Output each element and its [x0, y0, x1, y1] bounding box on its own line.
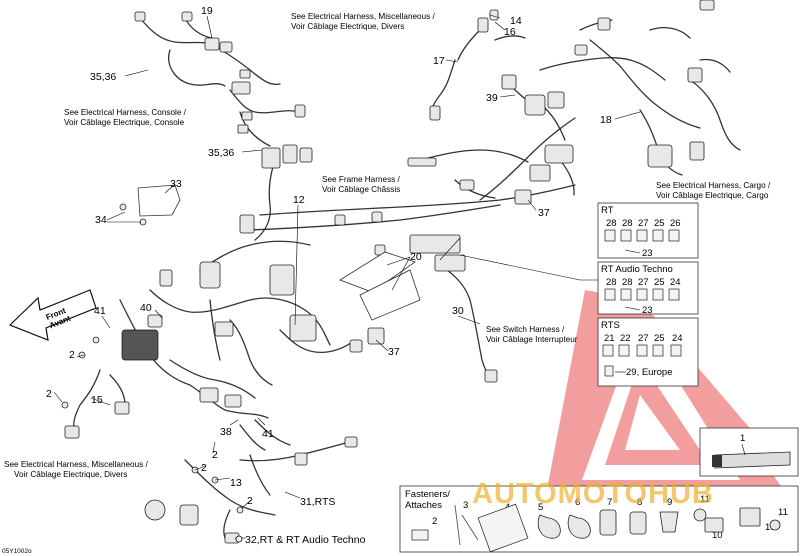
front-arrow-icon: Front Avant	[8, 289, 97, 341]
fastener-num-3: 3	[463, 500, 468, 511]
kit-box-rts-num-4: 25	[654, 333, 665, 344]
callout-41-b: 41	[262, 428, 274, 440]
callout-41-a: 41	[94, 305, 106, 317]
callout-17: 17	[433, 55, 445, 67]
callout-34: 34	[95, 214, 107, 226]
kit-box-rts: RTS 21 22 27 25 24 29, Europe	[597, 317, 699, 387]
fastener-num-8: 8	[637, 497, 642, 508]
callout-2-e: 2	[247, 495, 253, 507]
note-misc-bottom-line2: Voir Câblage Electrique, Divers	[14, 470, 127, 479]
callout-35-36-a: 35,36	[90, 71, 116, 83]
leader-lines	[53, 14, 641, 539]
kit-box-rt-title: RT	[601, 205, 614, 216]
callout-2-a: 2	[69, 349, 75, 361]
kit-box-rts-title: RTS	[601, 320, 620, 331]
note-switch-line1: See Switch Harness /	[486, 325, 565, 334]
callout-32: 32,RT & RT Audio Techno	[245, 534, 366, 546]
kit-box-audio-num-4: 25	[654, 277, 665, 288]
kit-box-rts-num-5: 24	[672, 333, 683, 344]
kit-box-rts-sub: 29, Europe	[626, 367, 672, 378]
kit-box-rt-audio: RT Audio Techno 28 28 27 25 24 23	[597, 261, 699, 316]
kit-box-audio-title: RT Audio Techno	[601, 264, 673, 275]
fastener-num-10a: 10	[712, 530, 723, 541]
callout-2-d: 2	[201, 462, 207, 474]
fastener-num-2: 2	[432, 516, 437, 527]
kit-box-rt-num-4: 25	[654, 218, 665, 229]
kit-box-rts-num-2: 22	[620, 333, 631, 344]
callout-30: 30	[452, 305, 464, 317]
reference-notes: See Electrical Harness, Miscellaneous / …	[2, 12, 771, 555]
kit-box-rt-num-1: 28	[606, 218, 617, 229]
kit-box-rts-num-3: 27	[638, 333, 649, 344]
kit-box-rt: RT 28 28 27 25 26 23	[597, 202, 699, 259]
callout-16: 16	[504, 26, 516, 38]
kit-box-audio-num-3: 27	[638, 277, 649, 288]
kit-box-audio-num-2: 28	[622, 277, 633, 288]
fastener-num-6: 6	[575, 497, 580, 508]
note-misc-bottom-line1: See Electrical Harness, Miscellaneous /	[4, 460, 149, 469]
fastener-num-9: 9	[667, 497, 672, 508]
callout-37-a: 37	[538, 207, 550, 219]
drawing-code: 05Y1002o	[2, 548, 32, 555]
callout-13: 13	[230, 477, 242, 489]
callout-1: 1	[740, 433, 745, 444]
kit-box-rts-num-1: 21	[604, 333, 615, 344]
fastener-num-11b: 11	[778, 507, 788, 518]
note-switch-line2: Voir Câblage Interrupteur	[486, 335, 578, 344]
fastener-num-5: 5	[538, 502, 543, 513]
callout-15: 15	[91, 394, 103, 406]
callout-2-b: 2	[46, 388, 52, 400]
kit-box-rt-num-5: 26	[670, 218, 681, 229]
fasteners-title-1: Fasteners/	[405, 489, 450, 500]
callout-2-c: 2	[212, 449, 218, 461]
callout-12: 12	[293, 194, 305, 206]
note-console-line2: Voir Câblage Electrique, Console	[64, 118, 185, 127]
callout-numbers: 19 14 16 17 35,36 35,36 39 18 33 34 12 3…	[46, 5, 612, 546]
fasteners-title-2: Attaches	[405, 500, 442, 511]
callout-40: 40	[140, 302, 152, 314]
note-misc-top-line1: See Electrical Harness, Miscellaneous /	[291, 12, 436, 21]
callout-39: 39	[486, 92, 498, 104]
note-cargo-line1: See Electrical Harness, Cargo /	[656, 181, 771, 190]
kit-box-rt-num-2: 28	[622, 218, 633, 229]
note-frame-line2: Voir Câblage Châssis	[322, 185, 400, 194]
callout-14: 14	[510, 15, 522, 27]
callout-18: 18	[600, 114, 612, 126]
callout-19: 19	[201, 5, 213, 17]
note-misc-top-line2: Voir Câblage Electrique, Divers	[291, 22, 404, 31]
callout-32-marker	[235, 535, 243, 543]
callout-35-36-b: 35,36	[208, 147, 234, 159]
callout-31-rts: 31,RTS	[300, 496, 335, 508]
note-frame-line1: See Frame Harness /	[322, 175, 401, 184]
callout-33: 33	[170, 178, 182, 190]
kit-box-audio-sub: 23	[642, 305, 653, 316]
fastener-num-7: 7	[607, 497, 612, 508]
kit-box-rt-num-3: 27	[638, 218, 649, 229]
watermark-text: AUTOMOTOHUB	[472, 478, 714, 510]
note-console-line1: See Electrical Harness, Console /	[64, 108, 187, 117]
callout-20: 20	[410, 251, 422, 263]
kit-box-rt-sub: 23	[642, 248, 653, 259]
fasteners-box: Fasteners/ Attaches 2 3 4 5 6 7 8 9 10 1…	[399, 485, 799, 553]
kit-box-audio-num-5: 24	[670, 277, 681, 288]
note-cargo-line2: Voir Câblage Electrique, Cargo	[656, 191, 769, 200]
callout-37-b: 37	[388, 346, 400, 358]
callout-38: 38	[220, 426, 232, 438]
part-1-box: 1	[699, 427, 799, 477]
kit-box-audio-num-1: 28	[606, 277, 617, 288]
fastener-num-11a: 11	[700, 494, 710, 505]
